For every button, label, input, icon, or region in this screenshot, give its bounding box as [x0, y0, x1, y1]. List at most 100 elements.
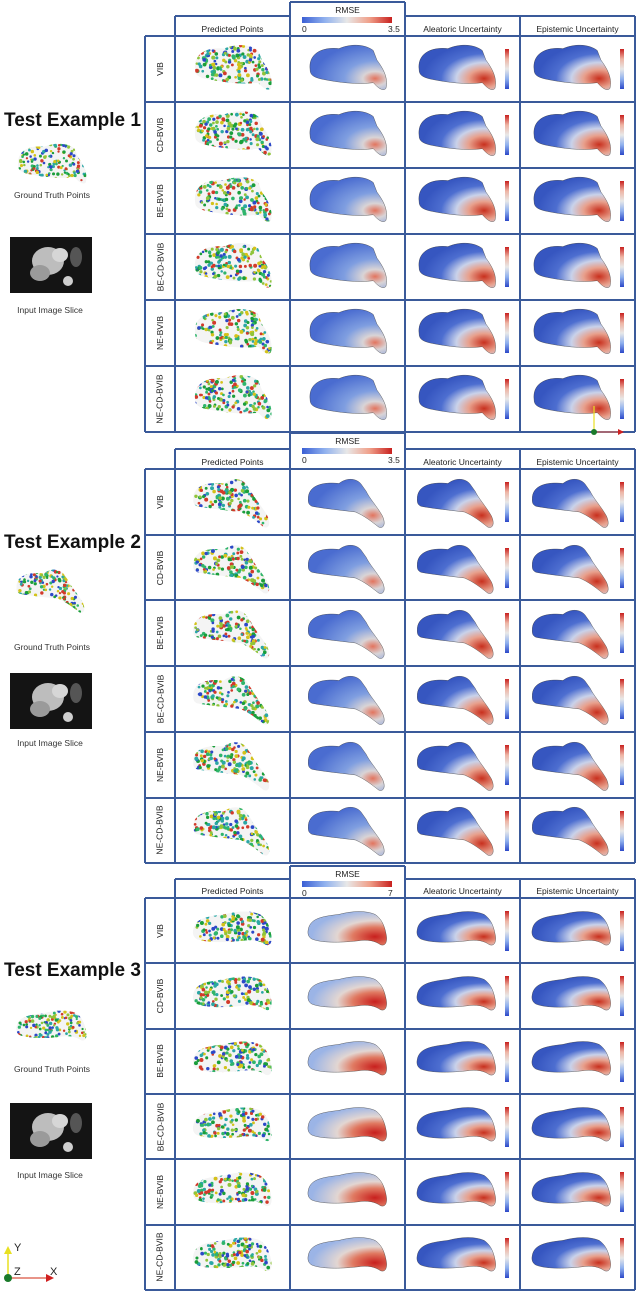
- input-image-slice: [10, 673, 92, 729]
- axis-label-y: Y: [14, 1242, 22, 1254]
- rmse-colorbar-title: RMSE: [335, 5, 360, 15]
- epistemic-uncertainty-image: [520, 234, 624, 300]
- uncertainty-colorbar: [505, 379, 509, 419]
- uncertainty-colorbar: [620, 613, 624, 654]
- uncertainty-colorbar: [505, 247, 509, 287]
- epistemic-uncertainty-image: [520, 1159, 624, 1224]
- ground-truth-points-image: [2, 140, 102, 190]
- column-header-predicted-points: Predicted Points: [201, 886, 264, 896]
- grid-line: [145, 1158, 635, 1161]
- aleatoric-uncertainty-image: [405, 36, 509, 102]
- aleatoric-uncertainty-image: [405, 1029, 509, 1094]
- rmse-surface-image: [290, 963, 405, 1028]
- uncertainty-colorbar: [620, 247, 624, 287]
- epistemic-uncertainty-image: [520, 1225, 624, 1290]
- example-title: Test Example 2: [4, 532, 141, 553]
- epistemic-uncertainty-image: [520, 535, 624, 601]
- uncertainty-colorbar: [620, 1172, 624, 1213]
- row-label: BE-CD-BVIB: [145, 666, 175, 732]
- epistemic-uncertainty-image: [520, 732, 624, 798]
- grid-line: [145, 233, 635, 235]
- grid-line: [634, 879, 636, 1290]
- predicted-points-image: [175, 666, 290, 732]
- uncertainty-colorbar: [620, 49, 624, 89]
- row-label-text: CD-BVIB: [155, 550, 166, 585]
- row-label: BE-BVIB: [145, 1029, 175, 1094]
- grid-line: [145, 1288, 635, 1291]
- uncertainty-colorbar: [505, 115, 509, 155]
- rmse-colorbar: [302, 881, 392, 887]
- aleatoric-uncertainty-image: [405, 102, 509, 168]
- epistemic-uncertainty-image: [520, 168, 624, 234]
- uncertainty-colorbar: [505, 1172, 509, 1213]
- grid-line: [174, 879, 176, 1290]
- row-label: CD-BVIB: [145, 535, 175, 601]
- predicted-points-image: [175, 168, 290, 234]
- predicted-points-image: [175, 102, 290, 168]
- aleatoric-uncertainty-image: [405, 535, 509, 601]
- uncertainty-colorbar: [620, 1041, 624, 1082]
- uncertainty-colorbar: [505, 744, 509, 785]
- row-label-text: BE-CD-BVIB: [155, 242, 165, 292]
- grid-line: [145, 533, 635, 536]
- grid-line: [175, 15, 290, 17]
- epistemic-uncertainty-image: [520, 102, 624, 168]
- row-label-text: CD-BVIB: [155, 117, 166, 153]
- predicted-points-image: [175, 1094, 290, 1159]
- column-header-predicted-points: Predicted Points: [201, 457, 264, 467]
- uncertainty-colorbar: [505, 49, 509, 89]
- input-image-slice: [10, 237, 92, 293]
- uncertainty-colorbar: [505, 1041, 509, 1082]
- grid-line: [289, 866, 291, 1290]
- row-label: NE-CD-BVIB: [145, 1225, 175, 1290]
- uncertainty-colorbar: [505, 679, 509, 720]
- row-label: NE-BVIB: [145, 1159, 175, 1224]
- predicted-points-image: [175, 1159, 290, 1224]
- grid-line: [145, 299, 635, 301]
- epistemic-uncertainty-image: [520, 963, 624, 1028]
- epistemic-uncertainty-image: [520, 469, 624, 535]
- ground-truth-caption: Ground Truth Points: [13, 190, 91, 200]
- column-header-predicted-points: Predicted Points: [201, 24, 264, 34]
- rmse-surface-image: [290, 234, 405, 300]
- grid-line: [519, 449, 521, 864]
- epistemic-uncertainty-image: [520, 36, 624, 102]
- grid-line: [145, 167, 635, 169]
- epistemic-uncertainty-image: [520, 898, 624, 963]
- aleatoric-uncertainty-image: [405, 1159, 509, 1224]
- rmse-surface-image: [290, 535, 405, 601]
- axis-label-z: Z: [14, 1266, 21, 1278]
- axes-triad-small-icon: [588, 400, 628, 441]
- grid-line: [145, 365, 635, 367]
- input-image-caption: Input Image Slice: [17, 1170, 83, 1180]
- rmse-min-label: 0: [302, 888, 307, 898]
- rmse-surface-image: [290, 1159, 405, 1224]
- ground-truth-points-image: [2, 1003, 102, 1053]
- grid-line: [145, 796, 635, 799]
- row-label: BE-CD-BVIB: [145, 234, 175, 300]
- rmse-surface-image: [290, 666, 405, 732]
- row-label-text: BE-CD-BVIB: [155, 1102, 165, 1151]
- grid-line: [145, 35, 635, 37]
- rmse-colorbar-title: RMSE: [335, 869, 360, 879]
- grid-line: [175, 448, 290, 450]
- predicted-points-image: [175, 600, 290, 666]
- row-label-text: VIB: [154, 923, 165, 938]
- aleatoric-uncertainty-image: [405, 469, 509, 535]
- input-image-slice: [10, 1103, 92, 1159]
- aleatoric-uncertainty-image: [405, 898, 509, 963]
- uncertainty-colorbar: [505, 313, 509, 353]
- predicted-points-image: [175, 469, 290, 535]
- predicted-points-image: [175, 366, 290, 432]
- rmse-surface-image: [290, 1094, 405, 1159]
- uncertainty-colorbar: [505, 1237, 509, 1278]
- uncertainty-colorbar: [505, 1106, 509, 1147]
- predicted-points-image: [175, 798, 290, 864]
- uncertainty-colorbar: [620, 911, 624, 951]
- uncertainty-colorbar: [505, 613, 509, 654]
- aleatoric-uncertainty-image: [405, 234, 509, 300]
- rmse-surface-image: [290, 1029, 405, 1094]
- row-label-text: NE-CD-BVIB: [155, 374, 165, 424]
- row-label-text: CD-BVIB: [155, 978, 166, 1014]
